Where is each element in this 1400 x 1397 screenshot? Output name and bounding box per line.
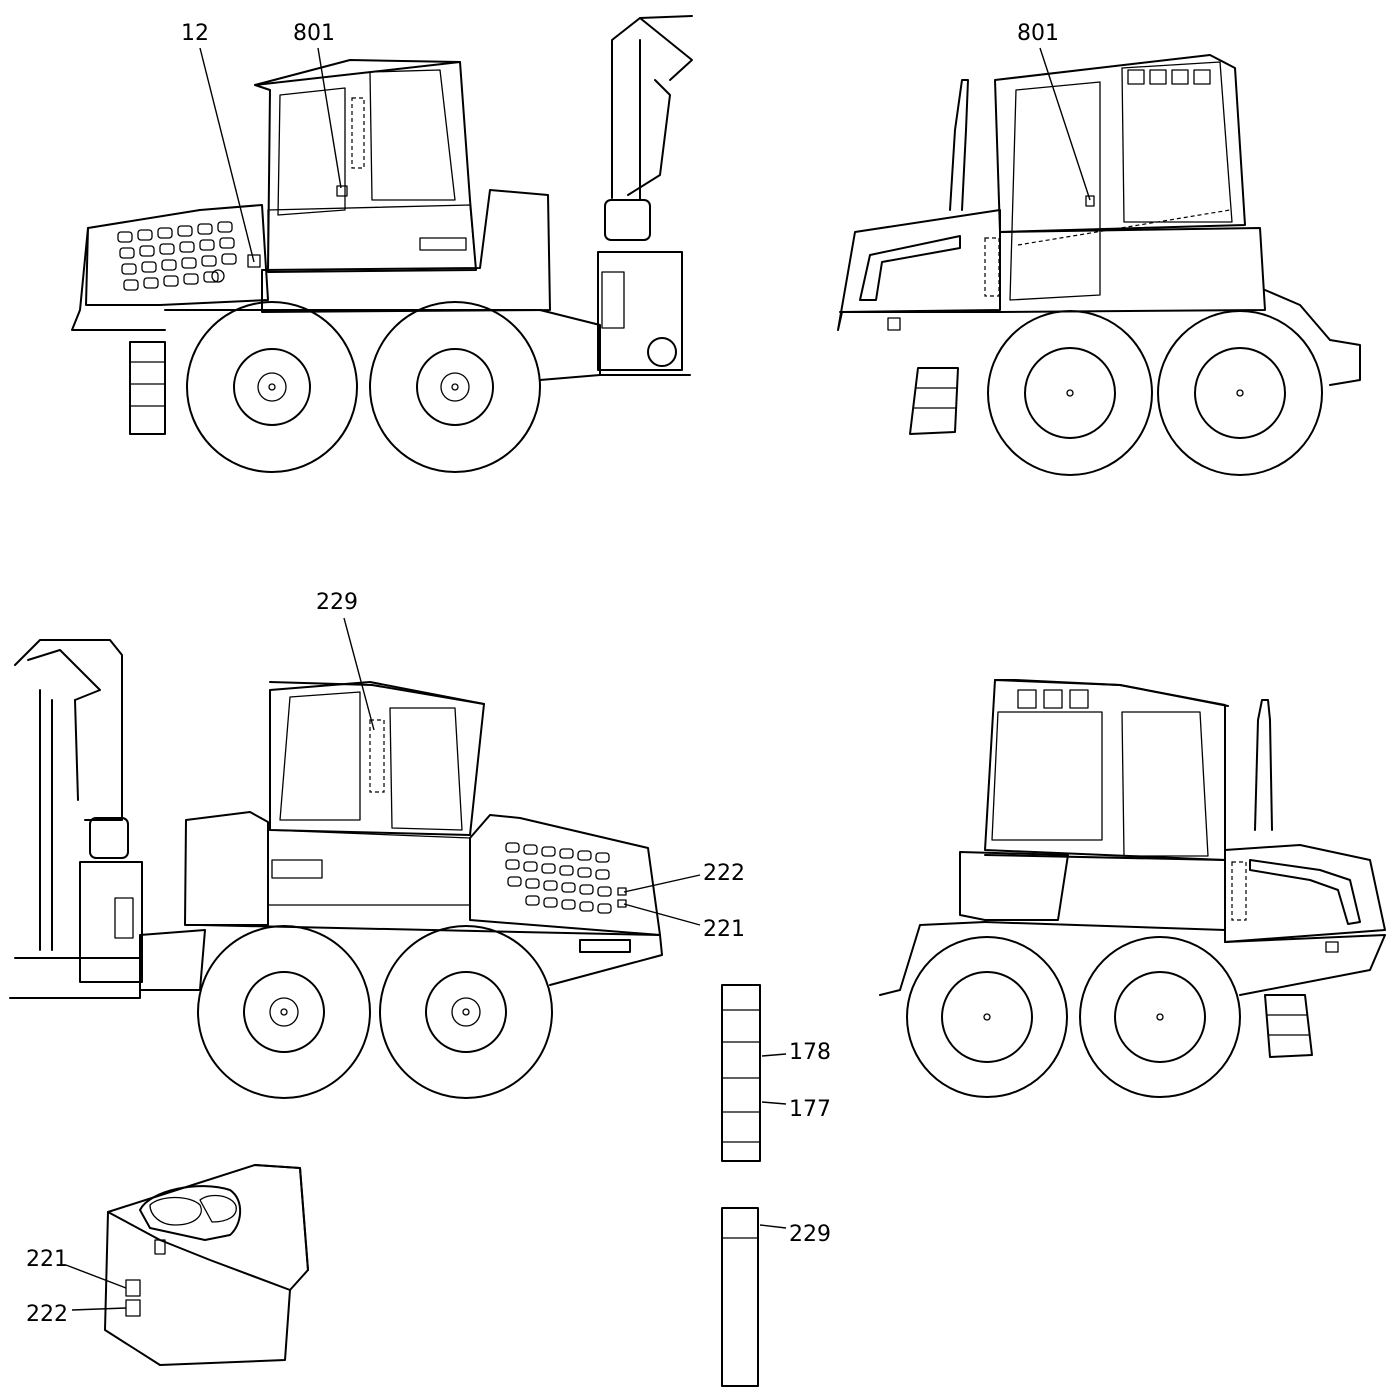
- wheel-rear: [906, 936, 1068, 1098]
- callout-178: 178: [789, 1040, 831, 1065]
- callout-801: 801: [293, 21, 335, 46]
- machine-view-right-side-middle: [879, 679, 1386, 1098]
- callout-222: 222: [703, 861, 745, 886]
- wheel-front: [369, 301, 541, 473]
- wheel-rear: [197, 925, 371, 1099]
- crane-base: [597, 15, 693, 376]
- callout-222: 222: [26, 1302, 68, 1327]
- wheel-rear: [186, 301, 358, 473]
- callout-229: 229: [316, 590, 358, 615]
- machine-view-left-side-middle: 229 222 221: [9, 590, 745, 1099]
- wheel-front: [379, 925, 553, 1099]
- crane: [9, 639, 143, 999]
- machine-view-right-side-top: 801: [837, 21, 1361, 476]
- callout-229: 229: [789, 1222, 831, 1247]
- wheel-front: [1079, 936, 1241, 1098]
- wheel-rear: [987, 310, 1153, 476]
- hood-detail-view: 221 222: [26, 1164, 309, 1366]
- wheel-front: [1157, 310, 1323, 476]
- callout-12: 12: [181, 21, 209, 46]
- hood-vent-grid: [505, 842, 612, 914]
- decal-strip-229: 229: [721, 1207, 831, 1387]
- callout-177: 177: [789, 1097, 831, 1122]
- machine-view-left-side-top: 12 801: [71, 15, 693, 473]
- callout-801: 801: [1017, 21, 1059, 46]
- callout-221: 221: [703, 917, 745, 942]
- hood-vent-grid: [117, 221, 237, 291]
- decal-strip-178-177: 178 177: [721, 984, 831, 1162]
- callout-221: 221: [26, 1247, 68, 1272]
